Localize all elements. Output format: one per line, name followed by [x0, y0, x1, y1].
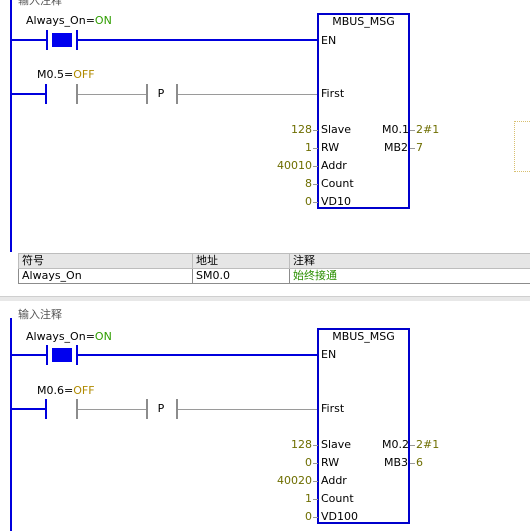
output-pin-status: MB3 [384, 456, 409, 469]
pin-stub [313, 517, 318, 518]
pin-addr: Addr [321, 474, 347, 487]
mbus-msg-block[interactable]: MBUS_MSG [317, 13, 410, 209]
left-power-rail [10, 0, 12, 252]
rw-value[interactable]: 1 [305, 141, 312, 154]
pin-slave: Slave [321, 123, 352, 136]
pin-stub [313, 202, 318, 203]
pin-en: EN [321, 348, 337, 361]
contact-left-bar[interactable] [45, 84, 47, 104]
contact-left-bar[interactable] [45, 399, 47, 419]
rung-wire [78, 354, 318, 356]
pin-stub [313, 499, 318, 500]
pin-dataptr: VD100 [321, 510, 358, 523]
pin-stub [410, 148, 415, 149]
pin-en: EN [321, 34, 337, 47]
contact-label: Always_On=ON [26, 330, 112, 343]
contact-energized[interactable] [52, 33, 72, 47]
symbol-table-header: 符号 地址 注释 [18, 253, 530, 269]
pin-rw: RW [321, 456, 340, 469]
status-value[interactable]: 6 [416, 456, 423, 469]
network-separator [0, 296, 530, 301]
error-value[interactable]: 2#1 [416, 123, 440, 136]
rung-wire [78, 39, 318, 41]
pin-stub [313, 148, 318, 149]
contact-right-bar[interactable] [76, 84, 78, 104]
rung-wire [12, 93, 46, 95]
pin-first: First [321, 87, 345, 100]
mbus-msg-block[interactable]: MBUS_MSG [317, 328, 410, 524]
header-comment[interactable]: 注释 [289, 253, 530, 269]
network1-comment[interactable]: 输入注释 [18, 0, 62, 7]
count-value[interactable]: 1 [305, 492, 312, 505]
pin-stub [410, 130, 415, 131]
comment-cell: 始终接通 [289, 268, 530, 284]
pin-rw: RW [321, 141, 340, 154]
pin-stub [313, 463, 318, 464]
p-edge-contact[interactable]: P [157, 87, 165, 100]
p-edge-left-bar [146, 399, 148, 419]
pin-stub [313, 445, 318, 446]
rung-wire-inactive [78, 94, 148, 95]
pin-stub [410, 463, 415, 464]
contact-right-bar[interactable] [76, 399, 78, 419]
status-value[interactable]: 7 [416, 141, 423, 154]
header-symbol[interactable]: 符号 [18, 253, 193, 269]
pin-stub [410, 445, 415, 446]
pin-slave: Slave [321, 438, 352, 451]
address-cell: SM0.0 [192, 268, 290, 284]
header-address[interactable]: 地址 [192, 253, 290, 269]
p-edge-right-bar [176, 84, 178, 104]
contact-left-bar[interactable] [46, 30, 48, 50]
left-power-rail [10, 318, 12, 531]
block-title: MBUS_MSG [332, 15, 395, 28]
table-row[interactable]: Always_On SM0.0 始终接通 [18, 268, 530, 284]
contact-energized[interactable] [52, 348, 72, 362]
pin-stub [313, 130, 318, 131]
contact-right-bar[interactable] [76, 30, 78, 50]
p-edge-right-bar [176, 399, 178, 419]
dataptr-value[interactable]: 0 [305, 195, 312, 208]
rw-value[interactable]: 0 [305, 456, 312, 469]
slave-value[interactable]: 128 [291, 123, 312, 136]
pin-addr: Addr [321, 159, 347, 172]
pin-stub [313, 184, 318, 185]
pin-dataptr: VD10 [321, 195, 351, 208]
pin-stub [313, 166, 318, 167]
rung-wire [12, 354, 48, 356]
contact-label: M0.5=OFF [37, 68, 95, 81]
pin-count: Count [321, 492, 354, 505]
output-pin-error: M0.1 [382, 123, 409, 136]
output-pin-status: MB2 [384, 141, 409, 154]
p-edge-left-bar [146, 84, 148, 104]
error-value[interactable]: 2#1 [416, 438, 440, 451]
pin-count: Count [321, 177, 354, 190]
contact-left-bar[interactable] [46, 345, 48, 365]
contact-label: M0.6=OFF [37, 384, 95, 397]
symbol-table: 符号 地址 注释 Always_On SM0.0 始终接通 [18, 253, 530, 284]
rung-wire-inactive [178, 409, 318, 410]
pin-stub [313, 481, 318, 482]
rung-wire-inactive [178, 94, 318, 95]
cursor-box [514, 121, 530, 172]
network2-comment[interactable]: 输入注释 [18, 308, 62, 321]
count-value[interactable]: 8 [305, 177, 312, 190]
output-pin-error: M0.2 [382, 438, 409, 451]
block-title: MBUS_MSG [332, 330, 395, 343]
rung-wire-inactive [78, 409, 148, 410]
contact-right-bar[interactable] [76, 345, 78, 365]
contact-label: Always_On=ON [26, 14, 112, 27]
rung-wire [12, 408, 46, 410]
dataptr-value[interactable]: 0 [305, 510, 312, 523]
slave-value[interactable]: 128 [291, 438, 312, 451]
symbol-cell: Always_On [18, 268, 193, 284]
p-edge-contact[interactable]: P [157, 402, 165, 415]
addr-value[interactable]: 40010 [277, 159, 312, 172]
pin-first: First [321, 402, 345, 415]
rung-wire [12, 39, 48, 41]
addr-value[interactable]: 40020 [277, 474, 312, 487]
